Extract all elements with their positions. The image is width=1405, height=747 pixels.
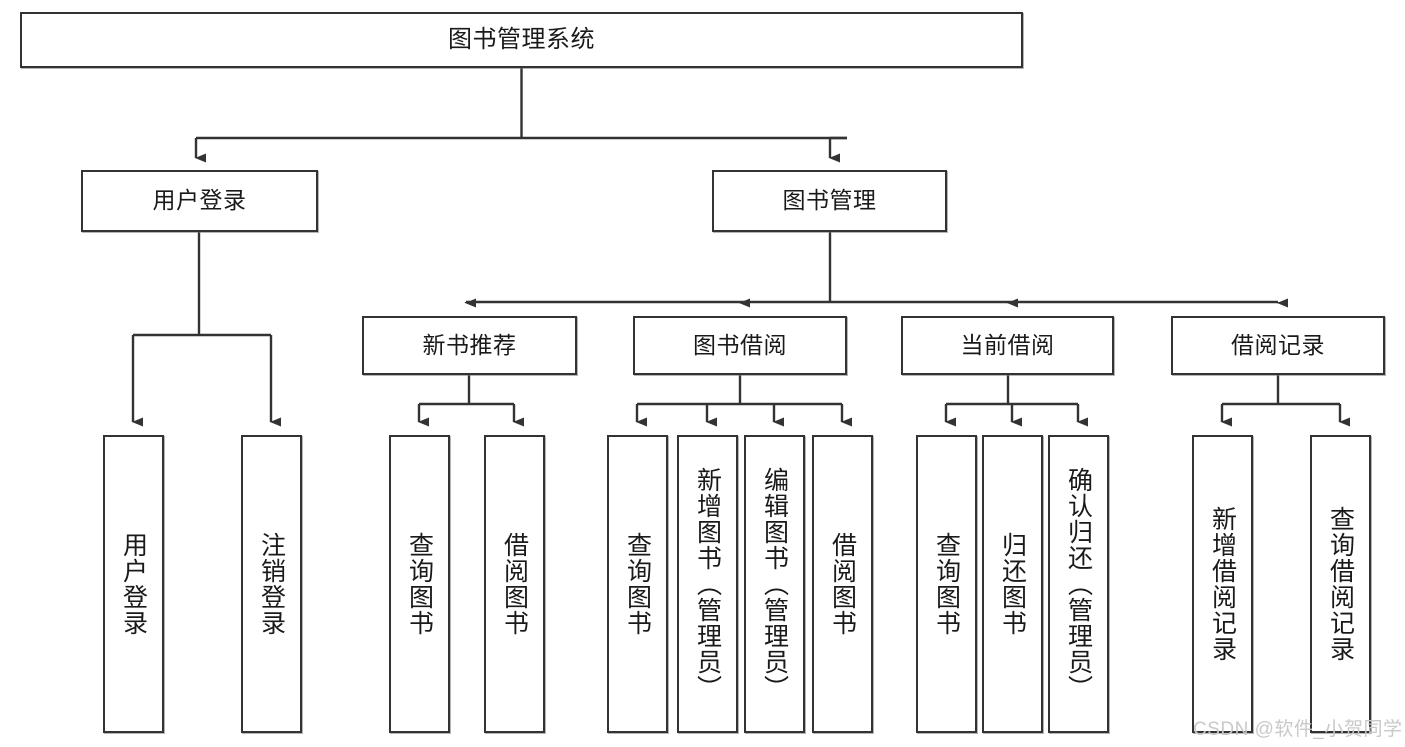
leaf-book-borrow-edit-label: 编辑图书（管理员） [760,467,789,701]
csdn-watermark: CSDN @软件_小贺同学 [1193,719,1403,740]
leaf-borrow-record-query[interactable]: 查询借阅记录 [1310,435,1371,733]
leaf-current-borrow-return[interactable]: 归还图书 [982,435,1043,733]
node-new-book-recommend-label: 新书推荐 [422,331,517,358]
node-book-borrow-label: 图书借阅 [693,331,787,358]
leaf-book-borrow-add-label: 新增图书（管理员） [693,467,722,701]
leaf-current-borrow-query[interactable]: 查询图书 [916,435,977,733]
leaf-book-borrow-query[interactable]: 查询图书 [607,435,668,733]
leaf-current-borrow-query-label: 查询图书 [932,532,961,636]
node-book-manage[interactable]: 图书管理 [712,170,947,232]
leaf-new-book-query[interactable]: 查询图书 [389,435,450,733]
node-borrow-record-label: 借阅记录 [1231,331,1325,358]
leaf-user-login-logout-label: 注销登录 [257,532,286,636]
leaf-new-book-query-label: 查询图书 [405,532,434,636]
node-book-manage-label: 图书管理 [782,187,877,214]
node-user-login-label: 用户登录 [152,187,247,214]
node-new-book-recommend[interactable]: 新书推荐 [362,316,577,375]
leaf-user-login-login-label: 用户登录 [119,532,148,636]
leaf-new-book-borrow[interactable]: 借阅图书 [484,435,545,733]
node-user-login[interactable]: 用户登录 [81,170,318,232]
leaf-borrow-record-add[interactable]: 新增借阅记录 [1192,435,1253,733]
leaf-user-login-login[interactable]: 用户登录 [103,435,164,733]
leaf-book-borrow-edit[interactable]: 编辑图书（管理员） [744,435,805,733]
leaf-current-borrow-confirm[interactable]: 确认归还（管理员） [1048,435,1109,733]
leaf-book-borrow-add[interactable]: 新增图书（管理员） [677,435,738,733]
leaf-book-borrow-borrow-label: 借阅图书 [828,532,857,636]
leaf-user-login-logout[interactable]: 注销登录 [241,435,302,733]
leaf-borrow-record-query-label: 查询借阅记录 [1326,506,1355,662]
leaf-borrow-record-add-label: 新增借阅记录 [1208,506,1237,662]
node-borrow-record[interactable]: 借阅记录 [1171,316,1385,375]
leaf-book-borrow-query-label: 查询图书 [623,532,652,636]
node-current-borrow[interactable]: 当前借阅 [901,316,1114,375]
leaf-current-borrow-confirm-label: 确认归还（管理员） [1064,467,1093,701]
node-book-borrow[interactable]: 图书借阅 [633,316,847,375]
node-root-label: 图书管理系统 [448,25,595,53]
node-root[interactable]: 图书管理系统 [20,12,1023,68]
node-current-borrow-label: 当前借阅 [960,331,1055,358]
leaf-book-borrow-borrow[interactable]: 借阅图书 [812,435,873,733]
leaf-new-book-borrow-label: 借阅图书 [500,532,529,636]
leaf-current-borrow-return-label: 归还图书 [998,532,1027,636]
